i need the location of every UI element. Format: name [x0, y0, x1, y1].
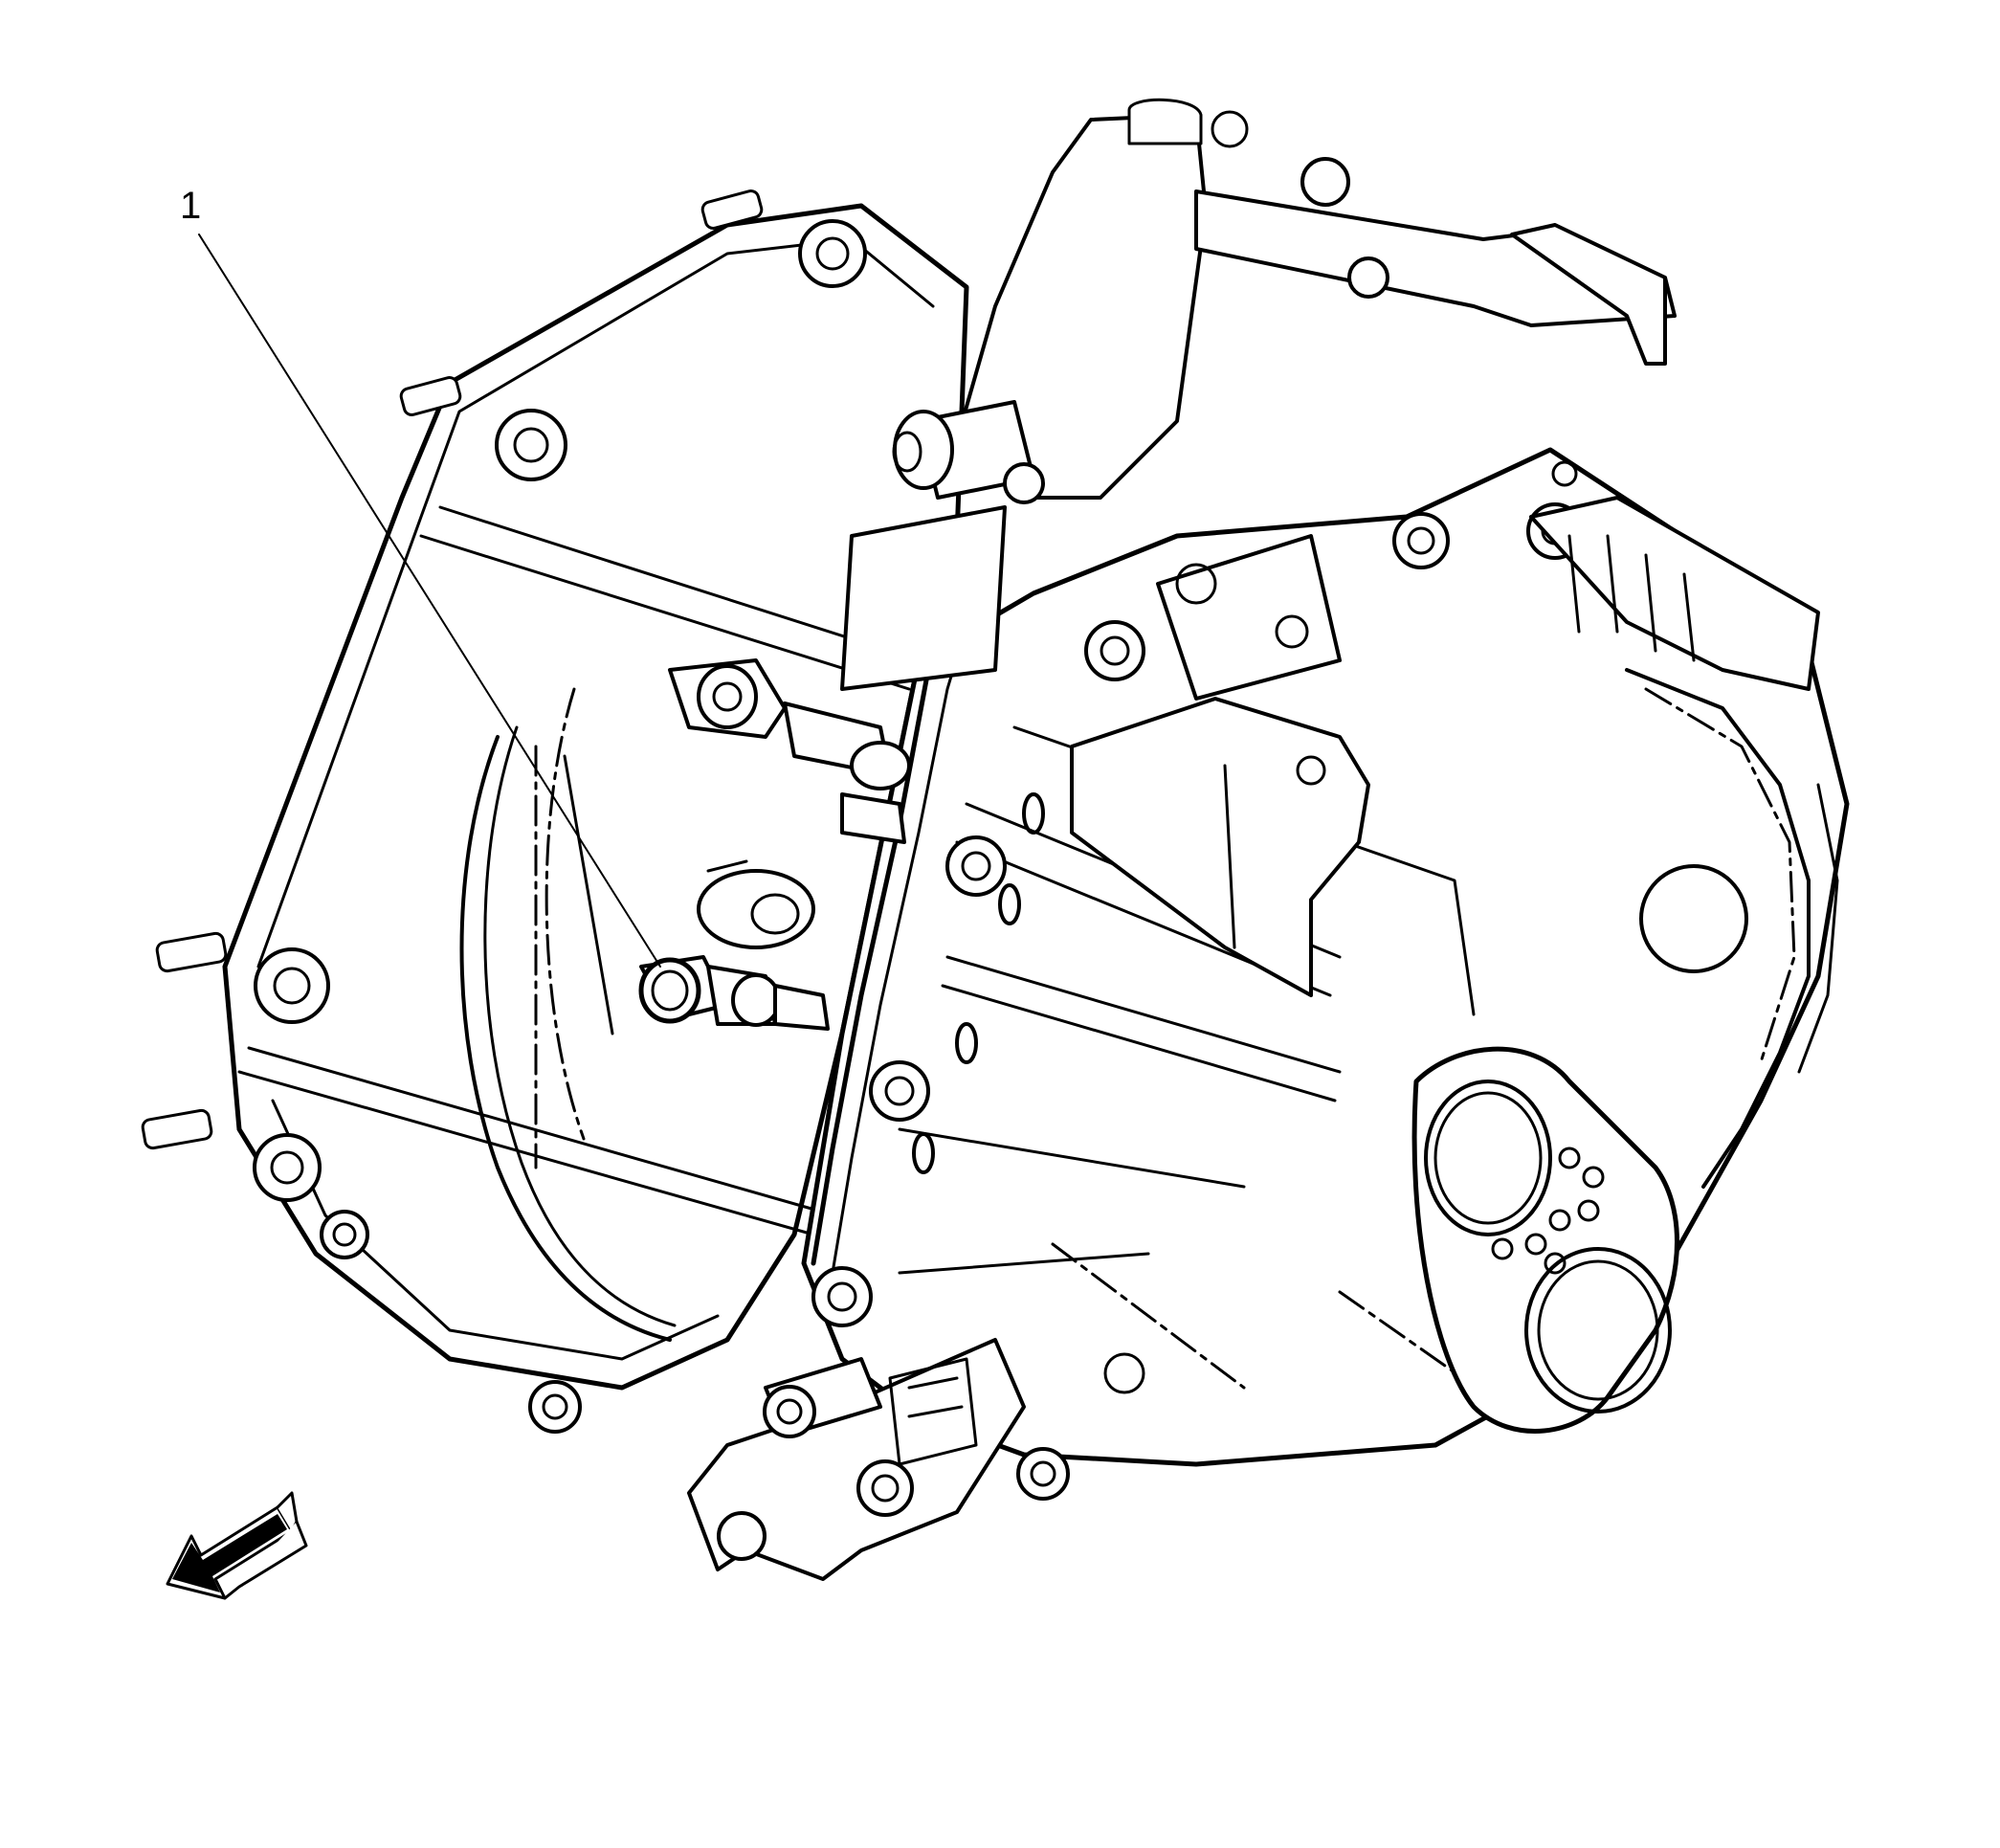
view-direction-arrow-icon — [166, 1491, 308, 1600]
sensor-connectors — [668, 658, 911, 949]
mounting-bracket — [687, 1338, 1070, 1581]
differential-housing — [1411, 668, 1839, 1434]
shift-tower — [840, 98, 1820, 997]
leader-line-1 — [198, 234, 661, 968]
flange-bolts-left — [141, 189, 867, 1434]
callout-label-1: 1 — [180, 185, 201, 227]
callout-1-sensor — [638, 955, 830, 1031]
callout-1: 1 — [180, 185, 661, 968]
